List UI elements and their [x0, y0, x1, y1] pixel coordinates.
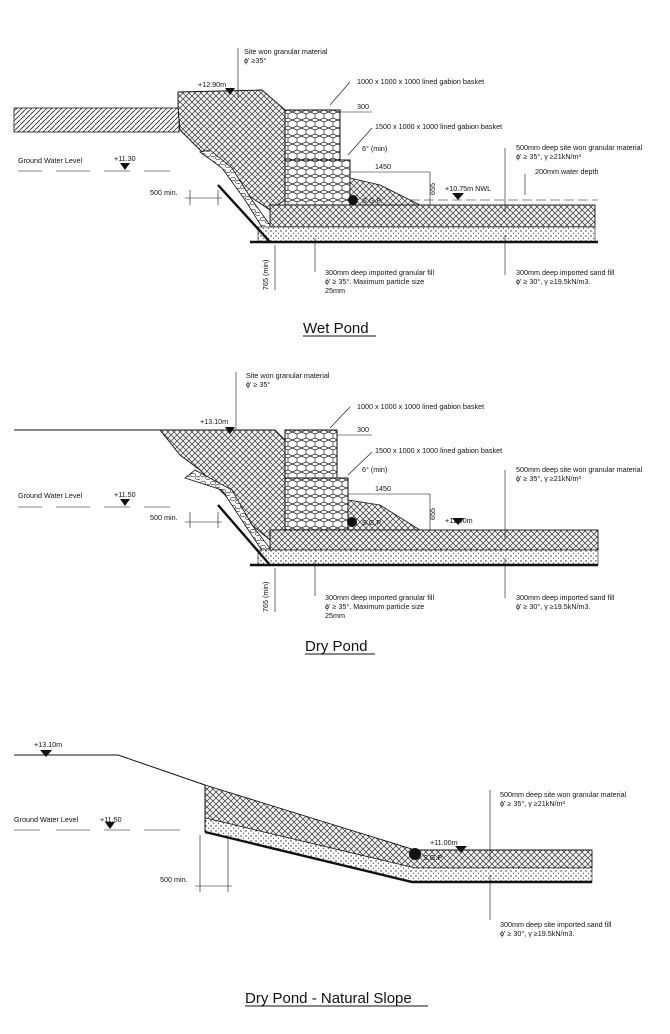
sand-label: 300mm deep site imported sand fill	[500, 920, 612, 929]
top-level-value: +12.90m	[198, 80, 226, 89]
sand-layer	[257, 226, 596, 243]
top-level-value: +13.10m	[200, 417, 228, 426]
top-level-value: +13.10m	[34, 740, 62, 749]
dim-500: 500 min.	[150, 513, 178, 522]
gw-level-value: +11.30	[114, 154, 136, 163]
top-layer-props: ϕ' ≥ 35°, γ ≥21kN/m³	[516, 152, 581, 161]
top-layer-label: 500mm deep site won granular material	[516, 143, 643, 152]
dim-500-line	[195, 835, 232, 892]
leader-gabion-1000	[329, 81, 351, 106]
wet-pond-section: S.G.P. +10.75m NWL Ground Water Level +1…	[13, 47, 643, 337]
dim-655: 655	[428, 183, 437, 195]
wedge-fill	[349, 177, 421, 206]
leader-gabion-1000	[329, 406, 351, 429]
dim-300: 300	[357, 425, 369, 434]
top-layer-props: ϕ' ≥ 35°, γ ≥21kN/m³	[500, 799, 565, 808]
base-marker-icon	[455, 846, 467, 853]
dim-655: 655	[428, 508, 437, 520]
angle-label: 6° (min)	[362, 144, 387, 153]
sand-props: ϕ' ≥ 30°, γ ≥19.5kN/m3.	[500, 929, 575, 938]
dim-500-line	[185, 190, 222, 205]
gabion-basket-upper	[284, 429, 338, 479]
phi-label: ϕ' ≥ 35°	[246, 380, 270, 389]
gw-level-value: +11.50	[100, 815, 122, 824]
sand-props: ϕ' ≥ 30°, γ ≥19.5kN/m3.	[516, 277, 591, 286]
water-depth-label: 200mm water depth	[535, 167, 599, 176]
dim-765: 765 (min)	[261, 260, 270, 290]
fill-label: 300mm deep imported granular fill	[325, 268, 434, 277]
sgp-label: S.G.P.	[362, 518, 382, 527]
sand-label: 300mm deep imported sand fill	[516, 268, 615, 277]
nwl-marker-icon	[452, 193, 464, 200]
level-marker-icon	[225, 88, 235, 95]
leader-gabion-1500	[347, 451, 373, 476]
dim-1450: 1450	[375, 162, 391, 171]
gw-label: Ground Water Level	[14, 815, 78, 824]
fill-label: 300mm deep imported granular fill	[325, 593, 434, 602]
level-marker-icon	[225, 427, 235, 434]
drain-pipe-icon	[347, 517, 357, 527]
gw-level-value: +11.50	[114, 490, 136, 499]
wet-pond-title: Wet Pond	[303, 320, 369, 337]
nwl-label: +10.75m NWL	[445, 184, 491, 193]
fill-size: 25mm	[325, 286, 345, 295]
sgp-label: S.G.P.	[423, 853, 443, 862]
natural-slope-section: S.G.P. +11.00m +13.10m Ground Water Leve…	[14, 740, 627, 1007]
angle-label: 6° (min)	[362, 465, 387, 474]
gabion-1000-label: 1000 x 1000 x 1000 lined gabion basket	[357, 402, 484, 411]
gw-label: Ground Water Level	[18, 491, 82, 500]
fill-size: 25mm	[325, 611, 345, 620]
fill-props: ϕ' ≥ 35°. Maximum particle size	[325, 602, 424, 611]
existing-ground	[13, 107, 180, 133]
level-marker-icon	[40, 750, 52, 757]
sand-layer	[257, 549, 599, 566]
base-marker-icon	[452, 518, 464, 525]
existing-ground-line	[14, 754, 206, 786]
phi-label: ϕ' ≥35°	[244, 56, 266, 65]
top-layer-label: 500mm deep site won granular material	[500, 790, 627, 799]
gabion-basket-lower	[284, 159, 351, 206]
base-line	[204, 830, 592, 884]
slope-line	[217, 504, 271, 566]
dry-pond-title: Dry Pond	[305, 638, 368, 655]
base-level-value: +11.00m	[445, 516, 473, 525]
gabion-1500-label: 1500 x 1000 x 1000 lined gabion basket	[375, 446, 502, 455]
top-layer-props: ϕ' ≥ 35°, γ ≥21kN/m³	[516, 474, 581, 483]
fill-props: ϕ' ≥ 35°. Maximum particle size	[325, 277, 424, 286]
dim-300: 300	[357, 102, 369, 111]
natural-slope-title: Dry Pond - Natural Slope	[245, 990, 412, 1007]
base-level-value: +11.00m	[430, 838, 458, 847]
gw-marker-icon	[105, 822, 115, 829]
dim-500: 500 min.	[160, 875, 188, 884]
site-won-label: Site won granular material	[246, 371, 330, 380]
drain-pipe-icon	[409, 848, 421, 860]
gabion-1500-label: 1500 x 1000 x 1000 lined gabion basket	[375, 122, 502, 131]
top-layer-label: 500mm deep site won granular material	[516, 465, 643, 474]
gabion-basket-upper	[284, 109, 341, 161]
leader-gabion-1500	[347, 127, 373, 156]
gw-marker-icon	[120, 499, 130, 506]
wedge-fill	[347, 499, 422, 531]
drain-pipe-icon	[348, 195, 358, 205]
sand-label: 300mm deep imported sand fill	[516, 593, 615, 602]
dim-765: 765 (min)	[261, 582, 270, 612]
dim-500-line	[185, 512, 222, 528]
gabion-1000-label: 1000 x 1000 x 1000 lined gabion basket	[357, 77, 484, 86]
site-won-fill	[177, 89, 286, 211]
gw-marker-icon	[120, 163, 130, 170]
sand-props: ϕ' ≥ 30°, γ ≥19.5kN/m3.	[516, 602, 591, 611]
sgp-label: S.G.P.	[362, 196, 382, 205]
top-layer	[269, 529, 599, 551]
top-layer	[269, 204, 596, 228]
gw-label: Ground Water Level	[18, 156, 82, 165]
dry-pond-section: S.G.P. +11.00m Ground Water Level +11.50…	[14, 371, 643, 655]
dim-1450: 1450	[375, 484, 391, 493]
site-won-label: Site won granular material	[244, 47, 328, 56]
gabion-basket-lower	[284, 477, 349, 531]
dim-500: 500 min.	[150, 188, 178, 197]
slope-line	[217, 184, 271, 243]
